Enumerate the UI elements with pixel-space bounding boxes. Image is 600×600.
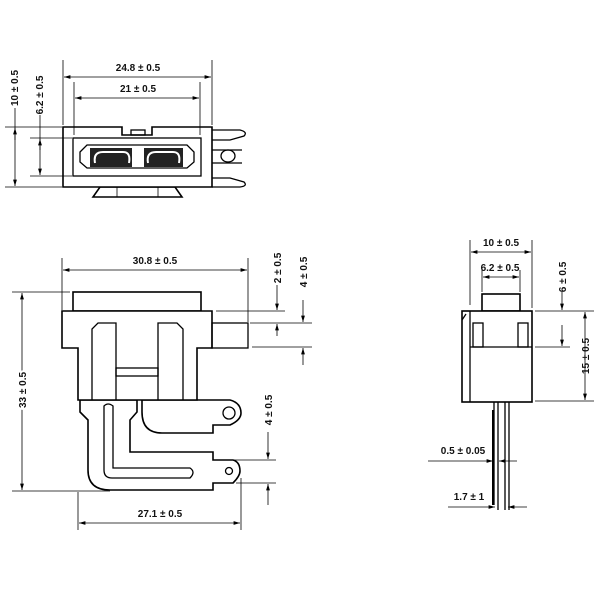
end-view: 10 ± 0.5 6.2 ± 0.5 6 ± 0.5 15 ± 0.5 0.5 … [428, 238, 594, 510]
dim-end-lead-thickness: 0.5 ± 0.05 [441, 446, 486, 457]
dim-end-width: 10 ± 0.5 [483, 238, 520, 249]
dim-side-width: 30.8 ± 0.5 [133, 256, 178, 267]
dim-side-tab-height: 4 ± 0.5 [299, 256, 310, 287]
dim-top-height-inner: 6.2 ± 0.5 [35, 75, 46, 114]
dim-end-body-height: 15 ± 0.5 [581, 338, 592, 375]
dim-top-width-inner: 21 ± 0.5 [120, 84, 157, 95]
dim-side-offset: 2 ± 0.5 [273, 252, 284, 283]
dim-top-width-outer: 24.8 ± 0.5 [116, 63, 161, 74]
dim-top-height-outer: 10 ± 0.5 [10, 70, 21, 107]
side-view: 30.8 ± 0.5 33 ± 0.5 2 ± 0.5 4 ± 0.5 4 ± … [12, 252, 312, 530]
dim-end-lead-spacing: 1.7 ± 1 [454, 492, 485, 503]
dim-side-pin-spacing: 4 ± 0.5 [264, 394, 275, 425]
dim-end-cap-width: 6.2 ± 0.5 [481, 263, 520, 274]
dim-end-upper-height: 6 ± 0.5 [558, 261, 569, 292]
top-view: 24.8 ± 0.5 21 ± 0.5 10 ± 0.5 6.2 ± 0.5 [5, 60, 246, 198]
dim-side-height: 33 ± 0.5 [18, 372, 29, 409]
dim-side-pin-span: 27.1 ± 0.5 [138, 509, 183, 520]
